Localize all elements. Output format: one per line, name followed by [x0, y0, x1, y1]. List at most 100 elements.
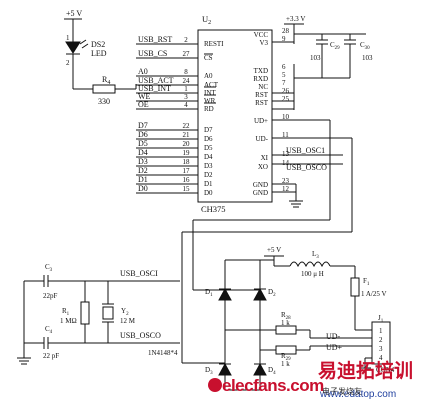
r29-resistor: [275, 345, 297, 355]
pin-name-right: XI: [261, 154, 269, 162]
usb-section: +5 V L3 100 μ H F1 1 A/25 V D1 D2 D3: [148, 246, 395, 391]
l3-ref: L3: [312, 250, 319, 260]
net-label-left: OE: [138, 100, 149, 109]
net-label-left: A0: [138, 67, 148, 76]
pin-name-right: RST: [255, 99, 269, 107]
pin-name-left: D3: [204, 162, 213, 170]
d1-ref: D1: [205, 288, 213, 298]
r1-ref: R1: [62, 307, 70, 317]
net-osci-right: USB_OSC1: [286, 146, 325, 155]
pin-number-right: 13: [282, 150, 290, 158]
pin-number-right: 11: [282, 131, 289, 139]
d4-diode: [253, 362, 267, 376]
pin-name-right: GND: [253, 181, 268, 189]
elecfans-logo: [208, 378, 222, 392]
j1-part: CON4: [376, 366, 395, 374]
pin-name-right: V3: [259, 39, 268, 47]
pin-name-left: INT: [204, 89, 216, 97]
led-pin2: 2: [66, 59, 70, 67]
pin-number-left: 22: [183, 122, 191, 130]
net-label-left: USB_INT: [138, 84, 171, 93]
pin-number-left: 18: [183, 158, 191, 166]
net-label-left: WE: [138, 92, 151, 101]
pin-name-right: XO: [258, 163, 268, 171]
pin-name-left: D7: [204, 126, 213, 134]
y2-value: 12 M: [120, 317, 136, 325]
oscillator-section: C3 22pF USB_OSCI R1 1 MΩ Y2 12 M C4 22 p…: [17, 263, 180, 365]
pin-number-left: 3: [184, 93, 188, 101]
pin-name-left: D0: [204, 189, 213, 197]
j1-pin1: 1: [379, 327, 383, 335]
pin-name-left: ACT: [204, 81, 219, 89]
d3-ref: D3: [205, 366, 213, 376]
d2-diode: [253, 287, 267, 301]
pin-number-right: 14: [282, 159, 290, 167]
f1-ref: F1: [363, 277, 370, 287]
c29-ref: C29: [330, 41, 340, 51]
led-label: LED: [91, 49, 107, 58]
net-label-left: D5: [138, 139, 148, 148]
l3-value: 100 μ H: [301, 270, 324, 278]
pin-name-right: VCC: [254, 31, 269, 39]
pin-number-right: 7: [282, 79, 286, 87]
l3-inductor: [289, 261, 331, 268]
pin-number-left: 24: [183, 77, 191, 85]
net-ud-plus: UD+: [326, 343, 343, 352]
pin-number-left: 16: [183, 176, 191, 184]
pin-name-left: RD: [204, 105, 214, 113]
pin-number-left: 19: [183, 149, 191, 157]
net-label-left: USB_CS: [138, 49, 167, 58]
j1-pin2: 2: [379, 336, 383, 344]
pin-number-left: 21: [183, 131, 191, 139]
c4-value: 22 pF: [43, 352, 59, 360]
r1-value: 1 MΩ: [60, 317, 77, 325]
pin-number-right: 5: [282, 71, 286, 79]
pin-number-right: 9: [282, 35, 286, 43]
y2-ref: Y2: [121, 307, 129, 317]
c3-ref: C3: [45, 263, 53, 273]
pin-number-left: 17: [183, 167, 191, 175]
pin-name-left: D5: [204, 144, 213, 152]
chip-body: [197, 29, 273, 203]
j1-pin3: 3: [379, 345, 383, 353]
j1-connector: [371, 321, 391, 365]
pin-name-right: RST: [255, 91, 269, 99]
d1-diode: [218, 287, 232, 301]
r4-resistor: [92, 84, 116, 94]
net-label-left: USB_RST: [138, 35, 172, 44]
pin-name-left: D1: [204, 180, 213, 188]
watermark-cn2: 易迪拓培训: [318, 361, 414, 382]
pin-number-left: 2: [184, 36, 188, 44]
j1-pin4: 4: [379, 354, 383, 362]
pin-number-left: 20: [183, 140, 191, 148]
d3-diode: [218, 362, 232, 376]
pin-number-right: 12: [282, 185, 290, 193]
pin-number-left: 8: [184, 68, 188, 76]
led-ref: DS2: [91, 40, 105, 49]
c29-value: 103: [310, 54, 321, 62]
pin-name-right: RXD: [253, 75, 268, 83]
net-osci-left: USB_OSCI: [120, 269, 158, 278]
vcc5-bottom-label: +5 V: [267, 246, 281, 254]
d2-ref: D2: [268, 288, 276, 298]
net-label-left: D6: [138, 130, 148, 139]
net-label-left: D4: [138, 148, 148, 157]
pin-name-left: D6: [204, 135, 213, 143]
r1-resistor: [80, 301, 90, 325]
pin-name-right: UD+: [254, 117, 268, 125]
pin-name-right: TXD: [254, 67, 268, 75]
pin-number-right: 28: [282, 27, 290, 35]
vcc33-label: +3.3 V: [286, 15, 305, 23]
d4-ref: D4: [268, 366, 276, 376]
led-pin1: 1: [66, 34, 70, 42]
c3-value: 22pF: [43, 292, 58, 300]
chip-part: CH375: [201, 204, 226, 214]
c4-ref: C4: [45, 325, 53, 335]
pin-name-left: D4: [204, 153, 213, 161]
r29-value: 1 k: [281, 360, 290, 368]
watermark-site: elecfans.com: [222, 376, 324, 395]
